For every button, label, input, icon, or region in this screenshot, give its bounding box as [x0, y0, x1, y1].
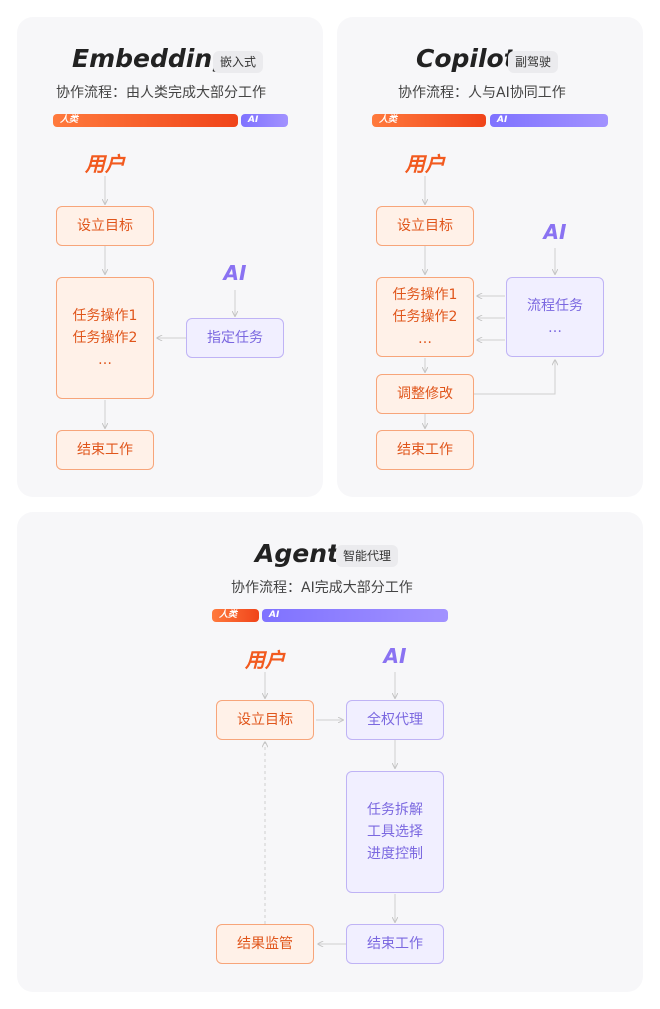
agent-user-label: 用户	[245, 648, 285, 672]
embedding-ai-bar: AI	[241, 114, 288, 127]
copilot-flow-line-1: 流程任务	[527, 298, 583, 314]
embedding-user-label: 用户	[85, 152, 125, 176]
agent-ai-line-2: 工具选择	[367, 824, 423, 840]
embedding-set-goal-box: 设立目标	[56, 206, 154, 246]
copilot-flow-box: 流程任务 …	[506, 277, 604, 357]
agent-human-bar: 人类	[212, 609, 259, 622]
copilot-badge: 副驾驶	[508, 51, 559, 73]
embedding-finish-text: 结束工作	[77, 442, 133, 458]
embedding-task-line-3: …	[98, 352, 112, 368]
embedding-panel	[17, 17, 323, 497]
embedding-subtitle: 协作流程：由人类完成大部分工作	[56, 85, 266, 101]
copilot-adjust-box: 调整修改	[376, 374, 474, 414]
copilot-ai-bar: AI	[490, 114, 608, 127]
embedding-assign-box: 指定任务	[186, 318, 284, 358]
agent-proxy-text: 全权代理	[367, 712, 423, 728]
agent-supervise-text: 结果监管	[237, 936, 293, 952]
copilot-adjust-text: 调整修改	[397, 386, 453, 402]
copilot-user-label: 用户	[405, 152, 445, 176]
agent-set-goal-text: 设立目标	[237, 712, 293, 728]
copilot-ai-label: AI	[543, 220, 567, 244]
agent-ai-bar: AI	[262, 609, 448, 622]
agent-title: Agent	[255, 539, 339, 568]
embedding-task-box: 任务操作1 任务操作2 …	[56, 277, 154, 399]
agent-ai-line-3: 进度控制	[367, 846, 423, 862]
copilot-task-line-2: 任务操作2	[392, 309, 458, 325]
copilot-title: Copilot	[416, 44, 516, 73]
copilot-set-goal-box: 设立目标	[376, 206, 474, 246]
copilot-panel	[337, 17, 643, 497]
agent-ai-task-box: 任务拆解 工具选择 进度控制	[346, 771, 444, 893]
embedding-set-goal-text: 设立目标	[77, 218, 133, 234]
embedding-badge: 嵌入式	[213, 51, 264, 73]
agent-finish-text: 结束工作	[367, 936, 423, 952]
agent-panel	[17, 512, 643, 992]
agent-ai-label: AI	[383, 644, 407, 668]
copilot-subtitle: 协作流程：人与AI协同工作	[398, 85, 566, 101]
copilot-task-line-1: 任务操作1	[392, 287, 458, 303]
agent-set-goal-box: 设立目标	[216, 700, 314, 740]
agent-badge: 智能代理	[336, 545, 399, 567]
agent-ai-line-1: 任务拆解	[367, 802, 423, 818]
embedding-human-bar: 人类	[53, 114, 238, 127]
embedding-title: Embedding	[72, 44, 231, 73]
agent-supervise-box: 结果监管	[216, 924, 314, 964]
copilot-task-line-3: …	[418, 331, 432, 347]
copilot-human-bar: 人类	[372, 114, 486, 127]
embedding-task-line-2: 任务操作2	[72, 330, 138, 346]
copilot-finish-text: 结束工作	[397, 442, 453, 458]
embedding-ai-label: AI	[223, 261, 247, 285]
agent-subtitle: 协作流程：AI完成大部分工作	[231, 580, 413, 596]
embedding-finish-box: 结束工作	[56, 430, 154, 470]
copilot-finish-box: 结束工作	[376, 430, 474, 470]
copilot-flow-line-2: …	[548, 320, 562, 336]
embedding-task-line-1: 任务操作1	[72, 308, 138, 324]
copilot-set-goal-text: 设立目标	[397, 218, 453, 234]
embedding-assign-text: 指定任务	[207, 330, 263, 346]
agent-finish-box: 结束工作	[346, 924, 444, 964]
copilot-task-box: 任务操作1 任务操作2 …	[376, 277, 474, 357]
agent-proxy-box: 全权代理	[346, 700, 444, 740]
